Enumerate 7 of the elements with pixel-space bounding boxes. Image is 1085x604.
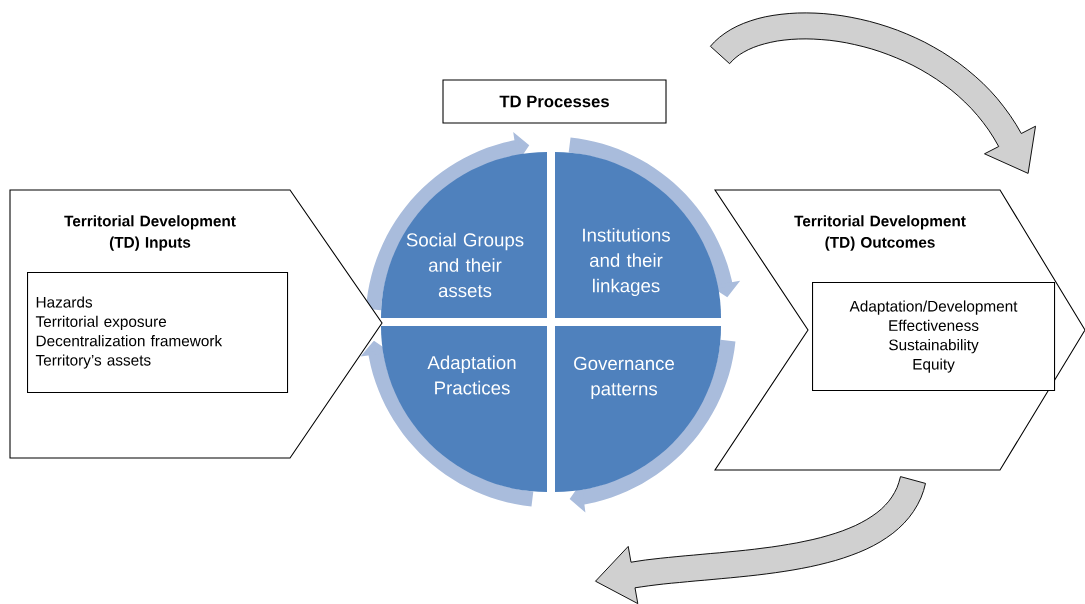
quadrant-segment: Adaptation Practices: [381, 326, 547, 492]
quadrant-segment: Social Groups and their assets: [381, 152, 547, 318]
list-box: Hazards Territorial exposure Decentralization framework Territory’s assets: [27, 272, 289, 394]
quadrant-segment: Institutions and their linkages: [555, 152, 721, 318]
quadrant-segment: Governance patterns: [555, 326, 721, 492]
list-box: Adaptation/Development Effectiveness Sustainability Equity: [812, 282, 1056, 392]
title-box: TD Processes: [442, 79, 667, 124]
